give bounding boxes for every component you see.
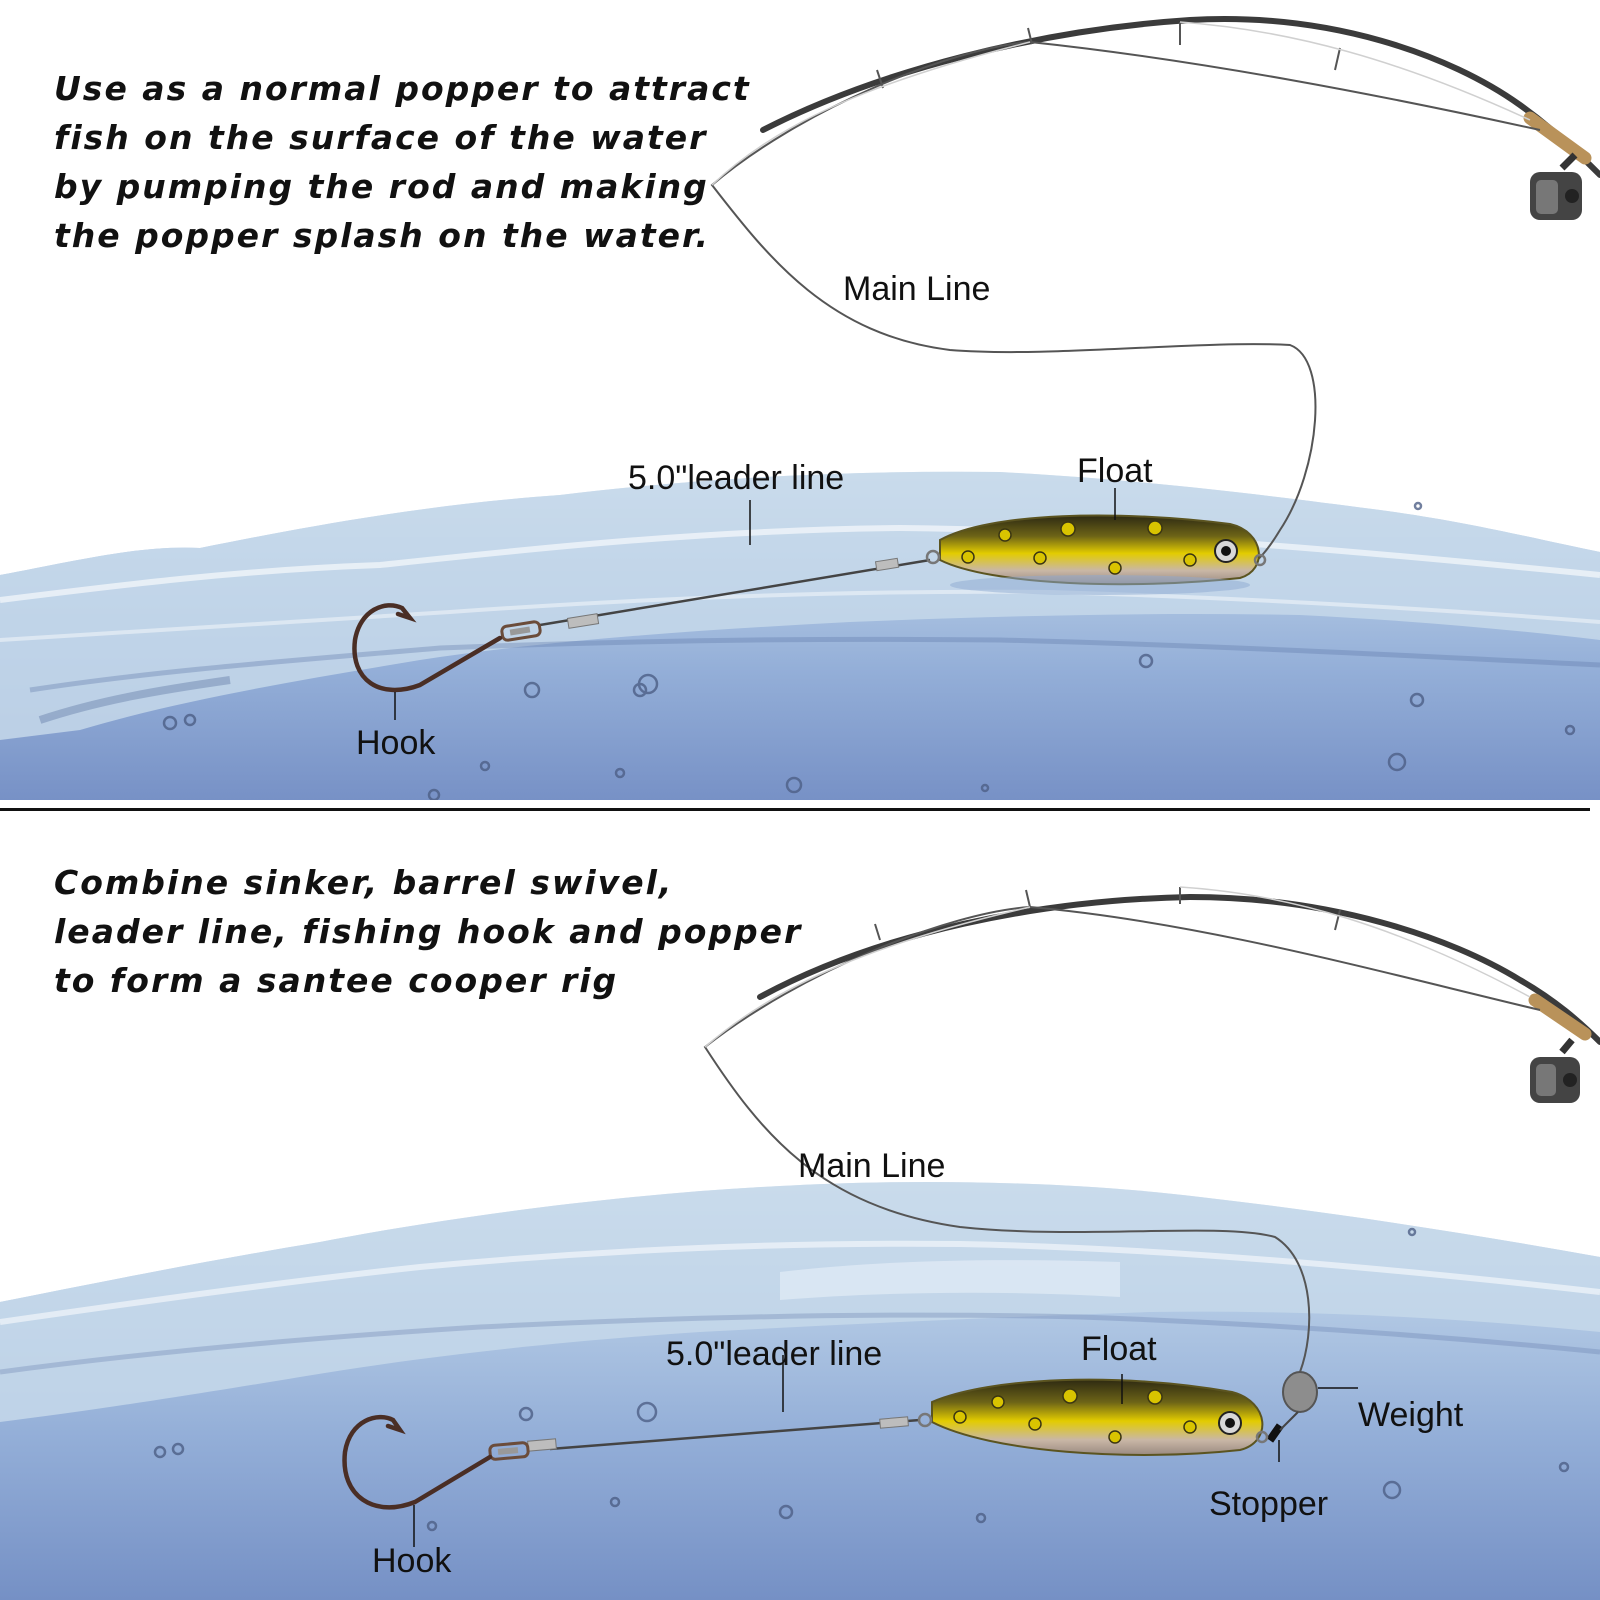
label-hook: Hook xyxy=(356,724,436,762)
label-main-line: Main Line xyxy=(843,270,991,308)
fishing-rod xyxy=(757,887,1600,1103)
fishing-rod xyxy=(760,16,1600,220)
stopper-icon xyxy=(1266,1423,1284,1443)
panel-divider xyxy=(0,808,1590,811)
label-float: Float xyxy=(1077,452,1153,490)
snap-swivel xyxy=(488,1441,530,1461)
caption-santee-cooper-rig: Combine sinker, barrel swivel, leader li… xyxy=(54,863,803,1000)
label-stopper: Stopper xyxy=(1209,1485,1329,1523)
snap-swivel xyxy=(500,620,542,642)
hook-icon xyxy=(352,603,503,693)
hook-icon xyxy=(342,1414,493,1510)
caption-normal-popper: Use as a normal popper to attract fish o… xyxy=(54,69,751,255)
main-line xyxy=(710,40,1541,563)
main-line xyxy=(703,905,1541,1373)
label-leader-line: 5.0"leader line xyxy=(628,459,845,497)
label-main-line: Main Line xyxy=(798,1147,946,1185)
label-leader-line: 5.0"leader line xyxy=(666,1335,883,1373)
leader-line xyxy=(539,558,931,627)
panel-santee-cooper-rig: Combine sinker, barrel swivel, leader li… xyxy=(0,812,1600,1600)
reel-icon xyxy=(1530,1037,1580,1103)
water-surface-band xyxy=(0,1181,1600,1422)
leader-line xyxy=(549,1418,921,1451)
label-weight: Weight xyxy=(1358,1396,1464,1434)
reel-icon xyxy=(1530,152,1582,220)
panel-normal-popper: Use as a normal popper to attract fish o… xyxy=(0,16,1600,800)
label-float: Float xyxy=(1081,1330,1157,1368)
popper-float-icon xyxy=(917,1378,1269,1456)
label-hook: Hook xyxy=(372,1542,452,1580)
scene-santee-cooper-rig xyxy=(0,886,1600,1600)
popper-float-icon xyxy=(925,514,1267,595)
weight-icon xyxy=(1282,1371,1318,1413)
scene-normal-popper xyxy=(0,16,1600,800)
